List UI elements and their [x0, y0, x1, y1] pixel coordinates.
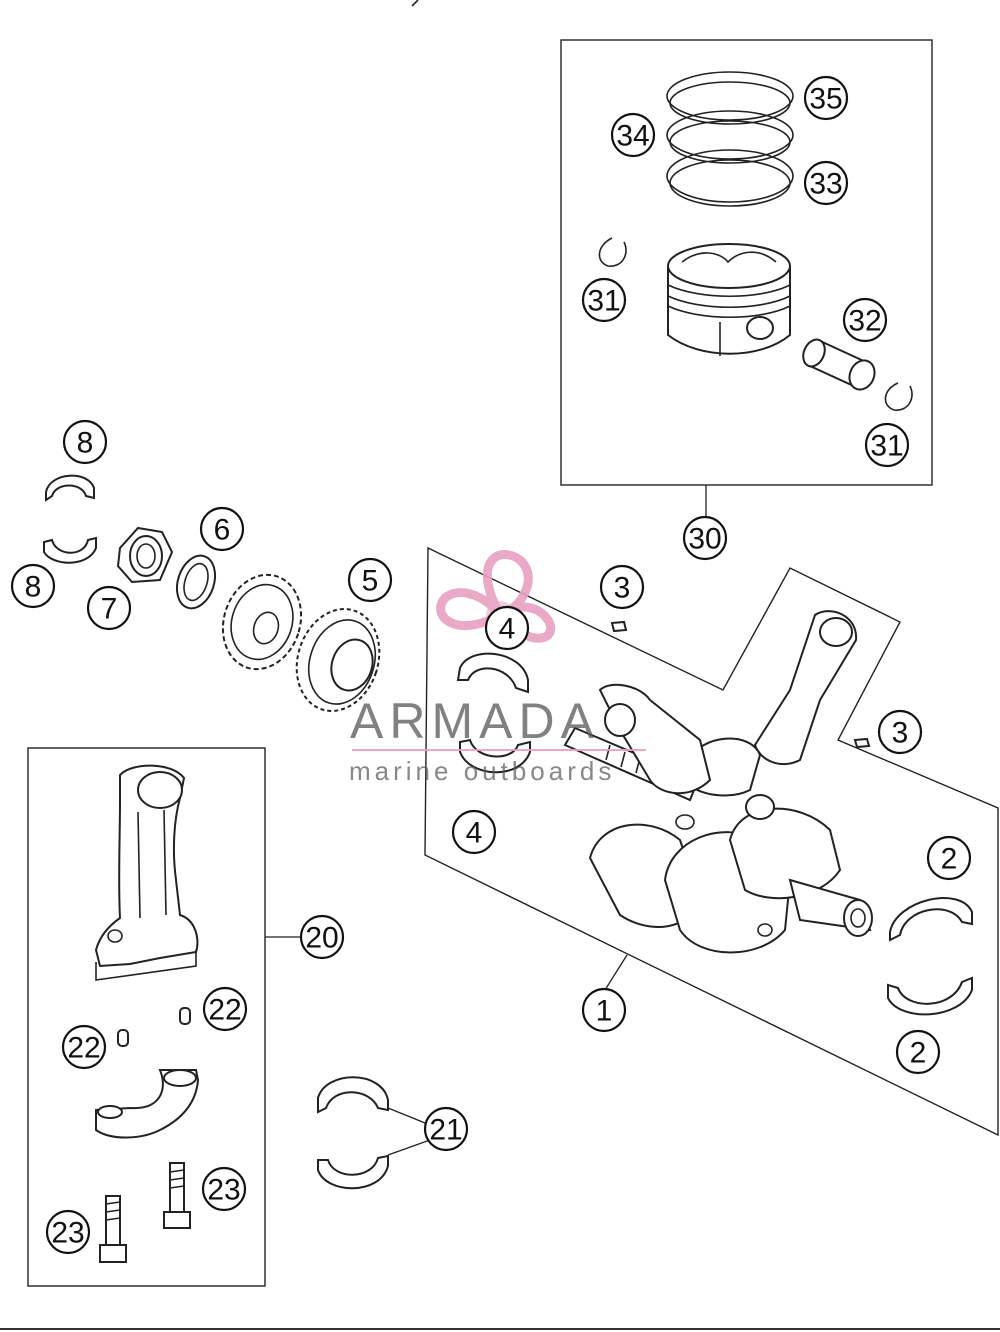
crank-conrod-upper [689, 610, 858, 820]
svg-text:4: 4 [466, 817, 483, 850]
rod-bolt-left [99, 1195, 127, 1263]
piston-kit-group [560, 39, 933, 518]
crank-conrod-lower [598, 683, 712, 830]
svg-text:2: 2 [941, 843, 958, 876]
callout-31-lower: 31 [864, 422, 910, 468]
washer [175, 554, 217, 610]
svg-text:3: 3 [614, 572, 631, 605]
callout-22-right: 22 [202, 986, 248, 1032]
piston [667, 243, 791, 356]
callout-23-left: 23 [45, 1209, 91, 1255]
callout-34: 34 [610, 112, 656, 158]
svg-text:6: 6 [214, 514, 231, 547]
callout-2-upper: 2 [926, 835, 972, 881]
svg-text:2: 2 [910, 1037, 927, 1070]
svg-text:23: 23 [207, 1174, 240, 1207]
bearing-shells-left [456, 652, 531, 774]
svg-text:5: 5 [362, 565, 379, 598]
callout-32: 32 [842, 297, 888, 343]
piston-rings [666, 71, 794, 207]
conrod-kit-group [27, 747, 302, 1287]
callout-23-right: 23 [201, 1166, 247, 1212]
dowel-pin-right [179, 1007, 191, 1025]
svg-text:22: 22 [67, 1032, 100, 1065]
callout-3-upper: 3 [599, 564, 645, 610]
dowel-pin-left [117, 1029, 129, 1047]
svg-text:3: 3 [892, 717, 909, 750]
callout-8-lower: 8 [10, 563, 56, 609]
svg-text:33: 33 [809, 168, 842, 201]
hex-nut [116, 526, 174, 584]
svg-text:34: 34 [616, 120, 649, 153]
callout-6: 6 [199, 506, 245, 552]
callout-1: 1 [581, 987, 627, 1033]
svg-text:31: 31 [870, 430, 903, 463]
svg-text:8: 8 [25, 571, 42, 604]
circlip-right [884, 382, 913, 411]
callout-21: 21 [423, 1106, 469, 1152]
callout-20: 20 [299, 914, 345, 960]
callout-4-lower: 4 [451, 809, 497, 855]
svg-text:30: 30 [688, 523, 721, 556]
watermark-brand: ARMADA [350, 693, 600, 749]
woodruff-key-right [853, 737, 871, 749]
svg-text:1: 1 [596, 995, 613, 1028]
circlip-left [598, 237, 627, 267]
svg-text:20: 20 [305, 922, 338, 955]
callout-22-left: 22 [61, 1024, 107, 1070]
svg-text:7: 7 [101, 593, 118, 626]
piston-pin [802, 338, 876, 391]
svg-text:21: 21 [429, 1114, 462, 1147]
page-top-mark [411, 0, 419, 7]
primary-gear [295, 608, 381, 712]
callout-7: 7 [86, 585, 132, 631]
rod-bolt-right [163, 1162, 191, 1229]
callout-33: 33 [803, 160, 849, 206]
svg-text:35: 35 [809, 83, 842, 116]
crankshaft-group [424, 546, 999, 1137]
bearing-shells-right [887, 897, 973, 1016]
callout-31-upper: 31 [581, 277, 627, 323]
callout-5: 5 [347, 557, 393, 603]
callout-2-lower: 2 [895, 1029, 941, 1075]
conrod-kit-frame [27, 747, 266, 1287]
piston-kit-frame [560, 39, 933, 486]
rod-cap [95, 1069, 200, 1139]
callout-8-upper: 8 [62, 419, 108, 465]
conrod-bearing-shells-21 [317, 1076, 431, 1190]
connecting-rod [94, 764, 199, 981]
main-bearing-shells-8 [43, 474, 97, 564]
crankshaft-leader [604, 954, 628, 991]
callout-30: 30 [682, 515, 728, 561]
crankshaft-frame [424, 546, 999, 1137]
svg-text:8: 8 [77, 427, 94, 460]
svg-text:4: 4 [499, 613, 516, 646]
svg-text:31: 31 [587, 285, 620, 318]
watermark-tagline: marine outboards [349, 756, 615, 786]
svg-text:32: 32 [848, 305, 881, 338]
callout-3-lower: 3 [877, 709, 923, 755]
svg-text:23: 23 [51, 1217, 84, 1250]
callout-35: 35 [803, 75, 849, 121]
callout-4-upper: 4 [484, 605, 530, 651]
svg-text:22: 22 [208, 994, 241, 1027]
woodruff-key-left [610, 620, 628, 633]
trigger-wheel [221, 573, 303, 671]
